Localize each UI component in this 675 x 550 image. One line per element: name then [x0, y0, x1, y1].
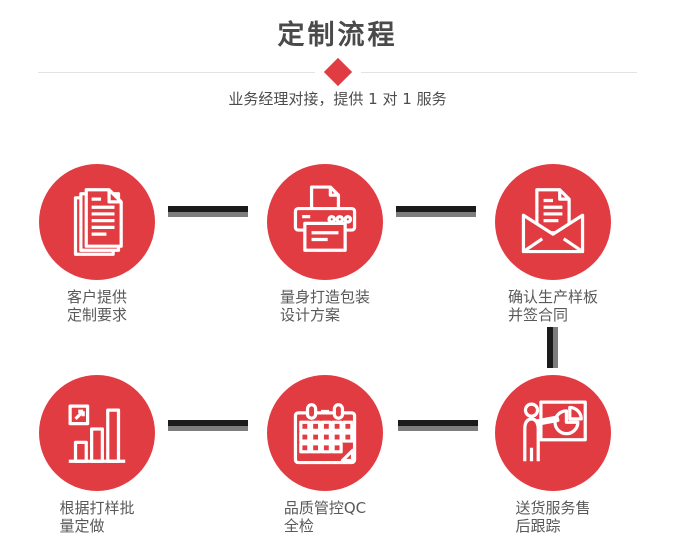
connector-step1-step2 — [168, 206, 248, 217]
step-quality-inspection: 品质管控QC 全检 — [267, 375, 383, 535]
step-circle — [267, 375, 383, 491]
step-circle — [39, 164, 155, 280]
envelope-icon — [521, 188, 585, 254]
step-caption: 量身打造包装 设计方案 — [279, 288, 370, 324]
calendar-icon — [293, 403, 357, 465]
presentation-icon — [523, 400, 587, 462]
step-caption: 确认生产样板 并签合同 — [507, 288, 598, 324]
step-circle — [495, 375, 611, 491]
printer-icon — [293, 185, 357, 252]
step-packaging-design: 量身打造包装 设计方案 — [267, 164, 383, 324]
step-sample-contract: 确认生产样板 并签合同 — [495, 164, 611, 324]
step-caption: 品质管控QC 全检 — [283, 499, 367, 535]
step-circle — [267, 164, 383, 280]
step-caption: 客户提供 定制要求 — [66, 288, 127, 324]
connector-step5-step6 — [398, 420, 478, 431]
bar-chart-icon — [68, 404, 126, 463]
documents-icon — [73, 188, 123, 256]
step-batch-production: 根据打样批 量定做 — [39, 375, 155, 535]
connector-step2-step3 — [396, 206, 476, 217]
step-caption: 根据打样批 量定做 — [59, 499, 135, 535]
connector-step3-step6 — [547, 327, 558, 368]
page-subtitle: 业务经理对接，提供 1 对 1 服务 — [228, 90, 447, 108]
page-title: 定制流程 — [277, 20, 398, 51]
connector-step4-step5 — [168, 420, 248, 431]
step-delivery-tracking: 送货服务售 后跟踪 — [495, 375, 611, 535]
step-caption: 送货服务售 后跟踪 — [515, 499, 591, 535]
step-circle — [495, 164, 611, 280]
step-customer-requirements: 客户提供 定制要求 — [39, 164, 155, 324]
step-circle — [39, 375, 155, 491]
